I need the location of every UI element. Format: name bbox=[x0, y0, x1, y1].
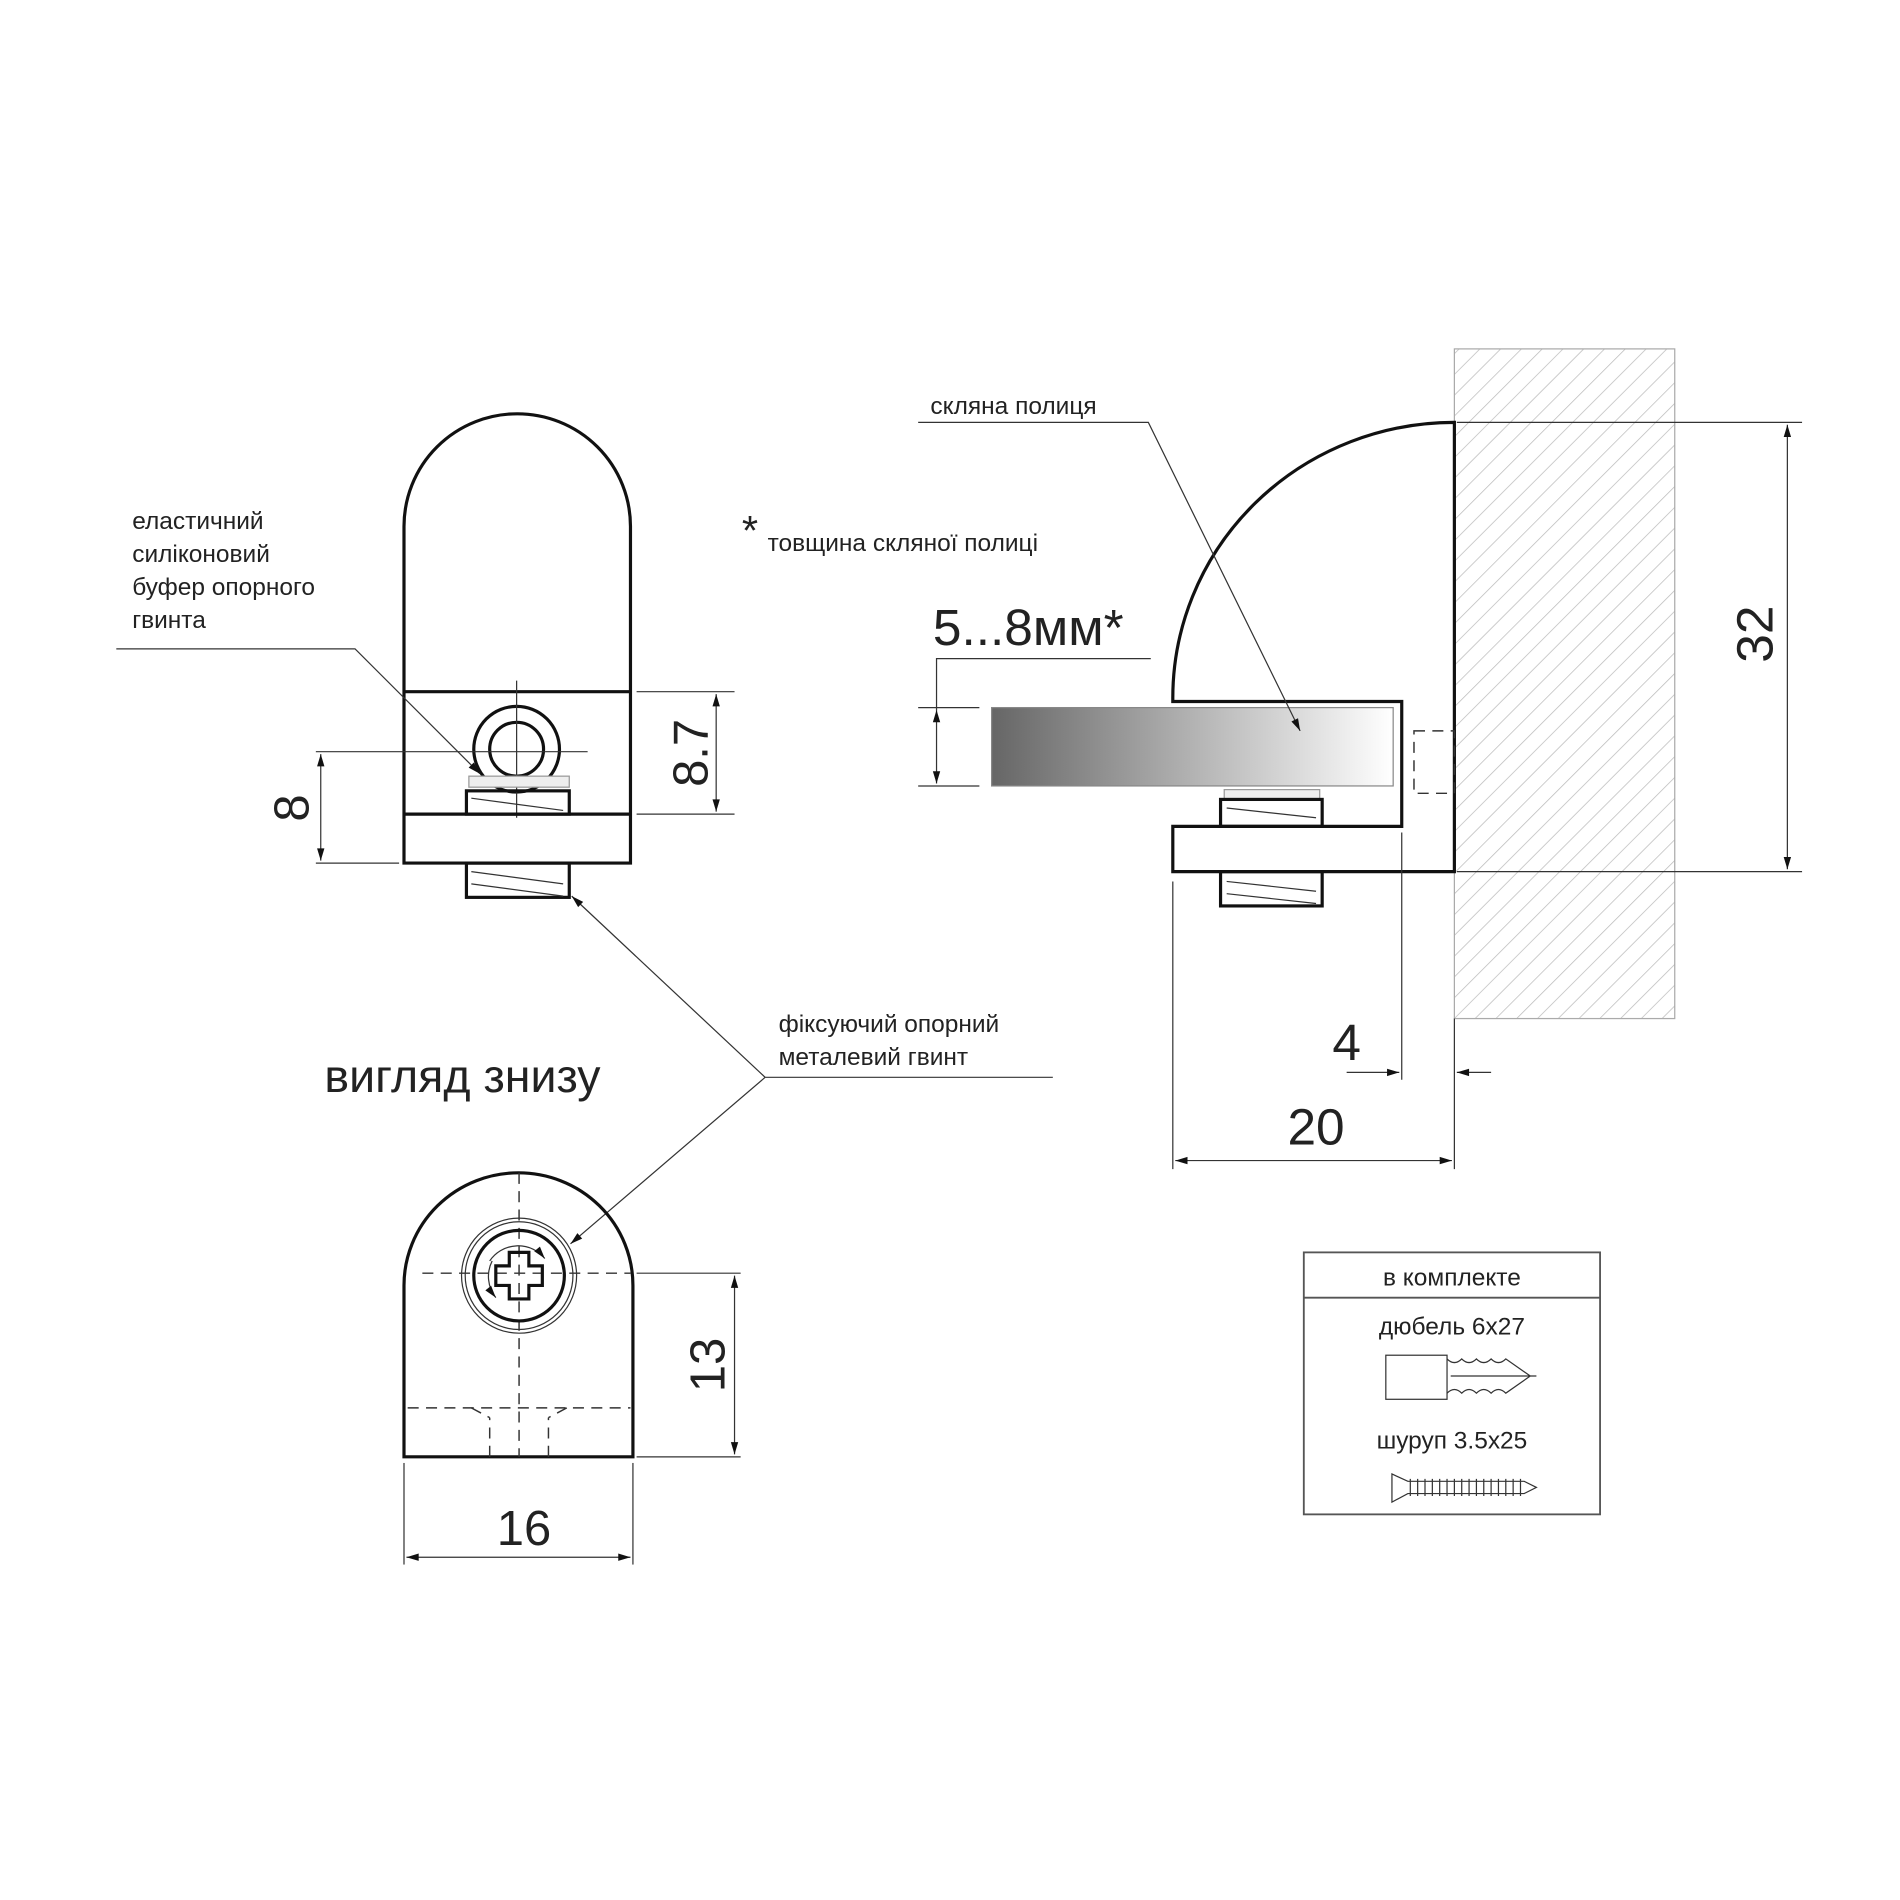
svg-text:товщина скляної полиці: товщина скляної полиці bbox=[768, 530, 1038, 557]
dimension-label: 20 bbox=[1287, 1098, 1344, 1156]
glass-shelf bbox=[991, 706, 1394, 787]
svg-text:*: * bbox=[742, 507, 758, 554]
dimension-label: 4 bbox=[1332, 1013, 1361, 1071]
dimension-32: 32 bbox=[1456, 421, 1803, 873]
wall-section bbox=[1453, 348, 1676, 1020]
dimension-8: 8 bbox=[266, 751, 588, 864]
svg-text:гвинта: гвинта bbox=[132, 607, 206, 634]
installed-bracket bbox=[991, 420, 1456, 908]
wood-screw-icon bbox=[1391, 1473, 1538, 1504]
svg-text:еластичний: еластичний bbox=[132, 508, 263, 535]
glass-shelf-callout: скляна полиця bbox=[918, 393, 1301, 732]
kit-dowel-label: дюбель 6x27 bbox=[1379, 1313, 1525, 1340]
side-view-bracket bbox=[402, 412, 633, 899]
kit-box: в комплекте дюбель 6x27 шуруп 3.5x25 bbox=[1302, 1251, 1601, 1516]
bottom-view-title: вигляд знизу bbox=[324, 1050, 601, 1102]
dimension-20: 20 bbox=[1172, 881, 1455, 1170]
dimension-16: 16 bbox=[403, 1462, 634, 1565]
kit-title: в комплекте bbox=[1383, 1264, 1521, 1291]
kit-screw-label: шуруп 3.5x25 bbox=[1377, 1427, 1528, 1454]
phillips-head-icon bbox=[494, 1250, 544, 1301]
dimension-label: 16 bbox=[497, 1502, 551, 1556]
svg-text:буфер опорного: буфер опорного bbox=[132, 574, 315, 601]
support-screw bbox=[464, 789, 571, 816]
svg-text:металевий гвинт: металевий гвинт bbox=[779, 1044, 968, 1071]
screw-callout: фіксуючий опорний металевий гвинт bbox=[570, 895, 1053, 1245]
svg-text:5...8мм*: 5...8мм* bbox=[933, 598, 1124, 656]
bottom-view-bracket bbox=[402, 1171, 635, 1459]
dimension-13: 13 bbox=[636, 1272, 741, 1458]
buffer-callout: еластичний силіконовий буфер опорного гв… bbox=[116, 508, 481, 775]
dimension-label: 13 bbox=[682, 1338, 736, 1392]
dimension-label: 32 bbox=[1726, 606, 1784, 663]
svg-text:фіксуючий опорний: фіксуючий опорний bbox=[779, 1011, 1000, 1038]
dimension-label: 8 bbox=[266, 794, 320, 821]
dimension-4: 4 bbox=[1332, 832, 1492, 1080]
svg-text:силіконовий: силіконовий bbox=[132, 541, 270, 568]
dimension-8-7: 8.7 bbox=[636, 691, 735, 815]
dimension-label: 8.7 bbox=[665, 719, 719, 787]
glass-thickness-dimension: 5...8мм* * товщина скляної полиці bbox=[742, 507, 1151, 787]
silicone-buffer bbox=[468, 775, 570, 788]
dowel-icon bbox=[1385, 1354, 1537, 1400]
svg-text:скляна полиця: скляна полиця bbox=[930, 393, 1096, 420]
